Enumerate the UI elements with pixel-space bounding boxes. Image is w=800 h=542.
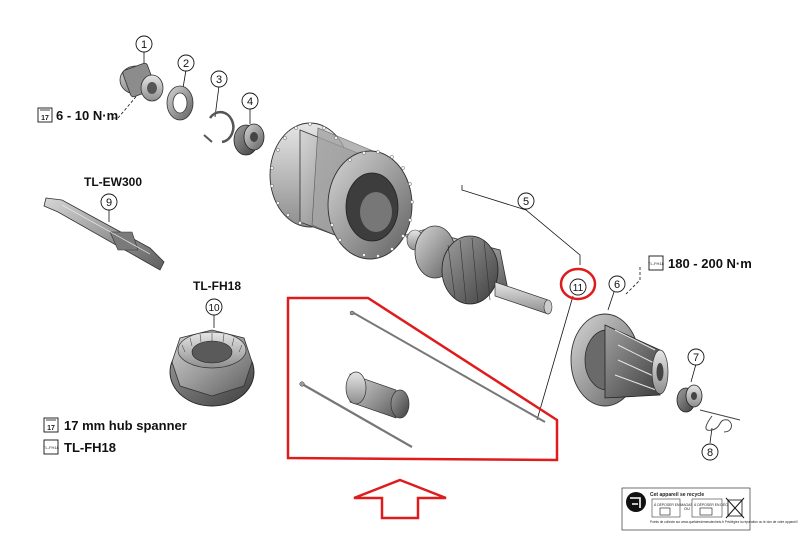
svg-text:9: 9 bbox=[106, 197, 112, 209]
legend-tool-icon: TL-FH18 bbox=[43, 439, 60, 455]
highlight-circle-11 bbox=[559, 267, 597, 301]
part-6-freehub-body bbox=[570, 313, 669, 407]
callout-5: 5 bbox=[517, 192, 535, 210]
part-2-washer bbox=[166, 85, 194, 121]
callout-9: 9 bbox=[100, 193, 118, 211]
callout-3: 3 bbox=[210, 70, 228, 88]
svg-text:2: 2 bbox=[183, 58, 189, 70]
highlight-box bbox=[286, 296, 559, 462]
rod-long-bottom bbox=[301, 383, 413, 448]
triman-icon bbox=[626, 492, 646, 512]
torque-label-right: TL-FH18 180 - 200 N·m bbox=[648, 255, 752, 271]
svg-text:17: 17 bbox=[41, 115, 49, 122]
tool-icon: TL-FH18 bbox=[648, 255, 665, 271]
legend-spanner-icon: 17 bbox=[43, 417, 59, 433]
spanner-icon: 17 bbox=[37, 107, 53, 123]
part-1-locknut bbox=[119, 62, 164, 102]
hub-shell bbox=[269, 122, 414, 260]
legend: 17 17 mm hub spanner TL-FH18 TL-FH18 bbox=[43, 417, 187, 455]
svg-text:17: 17 bbox=[47, 425, 55, 432]
svg-text:6: 6 bbox=[614, 279, 620, 291]
svg-text:3: 3 bbox=[216, 74, 222, 86]
part-9-tool-ew300 bbox=[43, 197, 165, 271]
svg-text:5: 5 bbox=[523, 196, 529, 208]
callout-7: 7 bbox=[687, 348, 705, 366]
torque-label-top: 17 6 - 10 N·m bbox=[37, 107, 118, 123]
svg-text:À DÉPOSER EN MAGASIN: À DÉPOSER EN MAGASIN bbox=[654, 502, 697, 507]
tool-label-fh18: TL-FH18 bbox=[193, 279, 241, 293]
svg-text:180 - 200 N·m: 180 - 200 N·m bbox=[668, 256, 752, 271]
svg-text:10: 10 bbox=[208, 303, 220, 314]
svg-text:Cet appareil se recycle: Cet appareil se recycle bbox=[650, 492, 704, 498]
red-up-arrow bbox=[353, 478, 447, 520]
callout-2: 2 bbox=[177, 54, 195, 72]
rod-long-top bbox=[351, 311, 546, 423]
part-10-tool-fh18 bbox=[169, 329, 255, 407]
torque-dashed-leaders bbox=[113, 91, 641, 296]
part-8-spring bbox=[699, 409, 741, 433]
callout-6: 6 bbox=[608, 275, 626, 293]
svg-text:OU: OU bbox=[684, 506, 690, 511]
sleeve bbox=[345, 371, 410, 419]
part-4-cone bbox=[233, 123, 265, 156]
part-7-end-cap bbox=[676, 384, 703, 413]
svg-text:8: 8 bbox=[707, 447, 713, 459]
legend-tool-label: TL-FH18 bbox=[64, 440, 116, 455]
tool-label-ew300: TL-EW300 bbox=[84, 175, 142, 189]
legend-spanner-label: 17 mm hub spanner bbox=[64, 418, 187, 433]
crossed-bin-icon bbox=[725, 497, 745, 519]
svg-text:7: 7 bbox=[693, 352, 699, 364]
recycle-cell-dump: À DÉPOSER EN DÉCHÈTERIE bbox=[691, 498, 743, 518]
svg-text:6 - 10 N·m: 6 - 10 N·m bbox=[56, 108, 118, 123]
callout-4: 4 bbox=[241, 92, 259, 110]
svg-text:11: 11 bbox=[573, 283, 584, 294]
svg-text:4: 4 bbox=[247, 96, 253, 108]
part-5-freehub-axle bbox=[404, 225, 553, 315]
callout-1: 1 bbox=[135, 35, 153, 53]
recycle-logo: Cet appareil se recycle À DÉPOSER EN MAG… bbox=[621, 487, 798, 531]
svg-text:1: 1 bbox=[141, 39, 147, 51]
callout-11: 11 bbox=[569, 278, 587, 296]
callout-10: 10 bbox=[205, 298, 223, 316]
part-3-snap-ring bbox=[203, 110, 235, 144]
recycle-cell-store: À DÉPOSER EN MAGASIN bbox=[651, 498, 697, 518]
svg-text:TL-FH18: TL-FH18 bbox=[43, 445, 60, 450]
callout-8: 8 bbox=[701, 443, 719, 461]
svg-text:TL-FH18: TL-FH18 bbox=[648, 261, 665, 266]
svg-text:Points de collecte sur www.que: Points de collecte sur www.quefairedemes… bbox=[650, 520, 798, 524]
recycle-cell-or: OU bbox=[684, 506, 690, 511]
svg-text:À DÉPOSER EN DÉCHÈTERIE: À DÉPOSER EN DÉCHÈTERIE bbox=[694, 502, 743, 507]
